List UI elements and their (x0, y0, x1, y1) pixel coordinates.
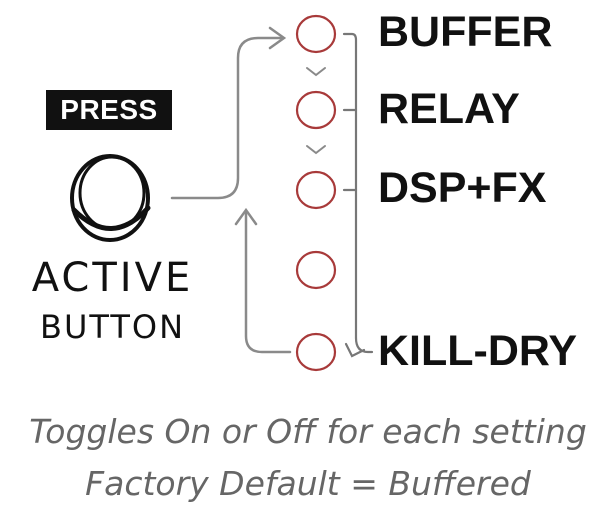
caption-line-2: Factory Default = Buffered (85, 464, 531, 503)
settings-bracket (342, 32, 374, 358)
setting-label-kill-dry: KILL-DRY (378, 327, 578, 375)
dsp-fx-indicator-icon[interactable] (295, 170, 337, 210)
setting-label-dsp-fx: DSP+FX (378, 164, 547, 212)
setting-circles (295, 14, 337, 372)
setting-label-buffer: BUFFER (378, 8, 553, 56)
relay-indicator-icon[interactable] (295, 90, 337, 130)
return-arrow (234, 207, 292, 354)
button-label: BUTTON (39, 308, 186, 346)
active-label: ACTIVE (31, 255, 194, 301)
caption-line-1: Toggles On or Off for each setting (29, 412, 587, 451)
blank-indicator-icon[interactable] (295, 250, 337, 290)
chevron-down-icon (306, 67, 326, 155)
kill-dry-indicator-icon[interactable] (295, 332, 337, 372)
buffer-indicator-icon[interactable] (295, 14, 337, 54)
forward-arrow (170, 26, 287, 200)
press-badge: PRESS (46, 90, 172, 130)
active-button-icon[interactable] (70, 154, 151, 242)
setting-label-relay: RELAY (378, 85, 520, 133)
